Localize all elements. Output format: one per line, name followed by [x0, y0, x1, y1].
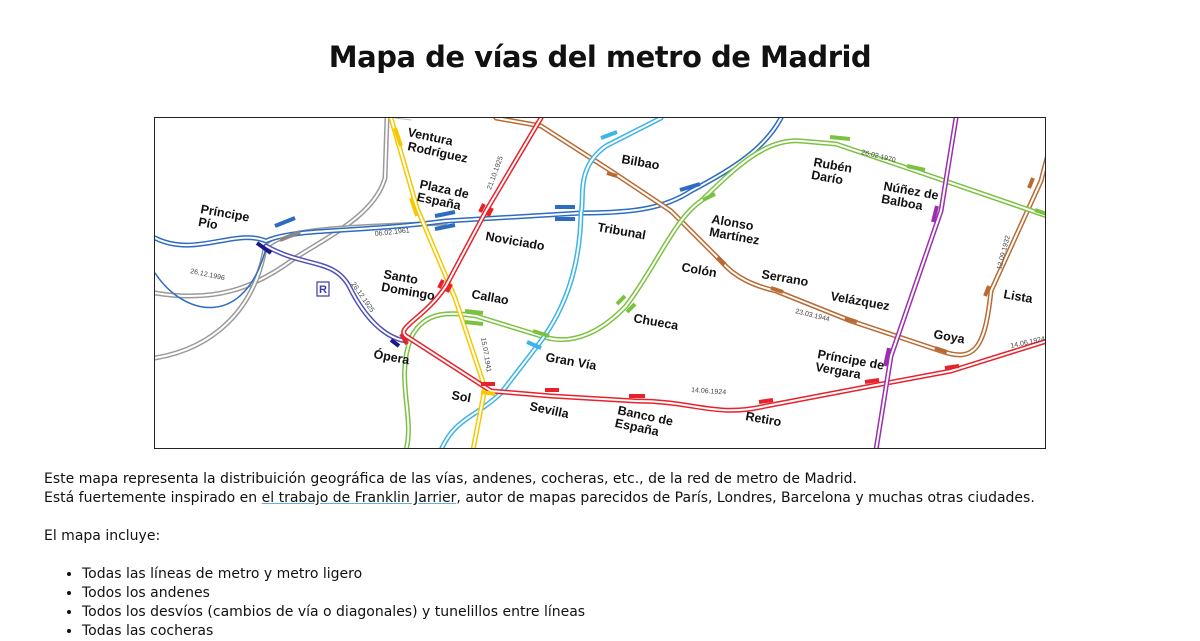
station-label: Retiro: [744, 409, 782, 429]
line-1-tracks: [439, 118, 664, 448]
list-item: Todos los desvíos (cambios de vía o diag…: [82, 603, 1164, 622]
station-label: Núñez deBalboa: [880, 179, 939, 215]
station-label: PríncipePío: [197, 202, 250, 237]
date-label: 15.07.1941: [479, 337, 492, 373]
intro-line-1: Este mapa representa la distribuición ge…: [44, 471, 857, 487]
station-label: Bilbao: [620, 152, 660, 172]
station-label: Chueca: [632, 311, 680, 333]
station-label: SantoDomingo: [380, 267, 438, 303]
list-item: Todas las líneas de metro y metro ligero: [82, 565, 1164, 584]
date-label: 26.12.1996: [190, 268, 226, 282]
station-label: Noviciado: [484, 229, 546, 253]
station-label: Ópera: [372, 346, 411, 367]
ramal-badge-text: R: [319, 284, 327, 296]
intro-paragraph: Este mapa representa la distribuición ge…: [44, 470, 1164, 508]
station-label: Sevilla: [528, 399, 571, 421]
station-label: Callao: [470, 287, 510, 307]
station-label: Lista: [1002, 287, 1034, 306]
list-item: Todos los andenes: [82, 584, 1164, 603]
station-label: AlonsoMartínez: [708, 212, 763, 247]
ramal-badge: R: [316, 281, 330, 297]
station-label: Serrano: [760, 267, 809, 289]
station-label: RubénDarío: [810, 155, 853, 188]
line-2-tracks: [401, 118, 1045, 413]
station-label: Velázquez: [829, 289, 890, 313]
description: Este mapa representa la distribuición ge…: [44, 470, 1164, 641]
metro-track-map[interactable]: Ventura Rodríguez Plaza deEspaña Príncip…: [154, 117, 1046, 449]
station-label: Plaza deEspaña: [416, 177, 471, 214]
platforms: [255, 127, 1045, 404]
map-svg: Ventura Rodríguez Plaza deEspaña Príncip…: [155, 118, 1045, 448]
station-label: Colón: [680, 260, 717, 280]
franklin-jarrier-link[interactable]: el trabajo de Franklin Jarrier: [261, 490, 457, 506]
date-label: 14.06.1924: [691, 387, 727, 396]
intro-line-2-post: , autor de mapas parecidos de París, Lon…: [456, 490, 1035, 506]
station-label: Goya: [932, 327, 966, 346]
list-item: Todas las cocheras: [82, 622, 1164, 641]
station-label: Banco deEspaña: [614, 403, 675, 441]
includes-heading: El mapa incluye:: [44, 528, 161, 544]
station-label: Tribunal: [596, 220, 646, 242]
line-10-tracks: [155, 118, 784, 309]
intro-line-2-pre: Está fuertemente inspirado en: [44, 490, 262, 506]
line-5-tracks: [402, 138, 1045, 448]
date-label: 26.02.1970: [861, 149, 897, 164]
station-label: Sol: [450, 388, 472, 405]
ramal-tracks: [263, 243, 409, 344]
station-label: Gran Vía: [544, 350, 598, 373]
line-9-tracks: [873, 118, 959, 448]
page-title: Mapa de vías del metro de Madrid: [328, 40, 872, 74]
line-3-tracks: [388, 118, 488, 448]
date-label: 06.02.1961: [374, 227, 410, 238]
